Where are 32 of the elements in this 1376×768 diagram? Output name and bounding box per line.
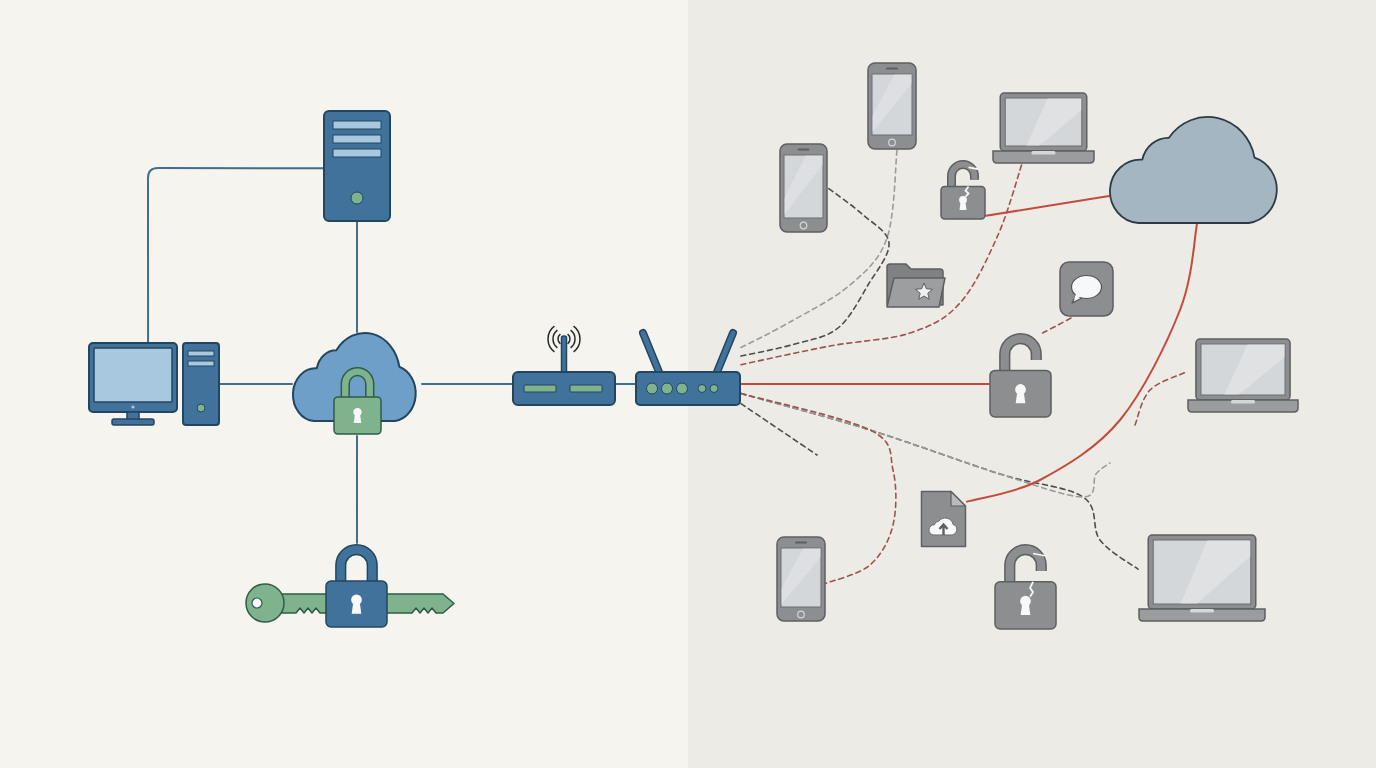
- connection-line: [966, 223, 1198, 503]
- laptop-icon: [992, 92, 1095, 164]
- smartphone-icon: [867, 62, 917, 150]
- connection-line: [147, 167, 324, 343]
- dashed-connection-line: [740, 187, 890, 357]
- dashed-connection-line: [740, 402, 818, 456]
- broken-padlock-icon: [994, 544, 1057, 630]
- connection-line: [985, 194, 1110, 217]
- dashed-connection-line: [1134, 370, 1188, 426]
- connection-line: [219, 383, 293, 385]
- star-folder-icon: [885, 261, 947, 309]
- dashed-connection-line: [740, 149, 898, 349]
- connection-line: [356, 435, 358, 544]
- cloud-upload-file-icon: [920, 490, 967, 548]
- smartphone-icon: [779, 143, 828, 233]
- cracked-padlock-icon: [940, 160, 986, 220]
- dashed-connection-line: [1041, 316, 1074, 334]
- connection-line: [740, 383, 990, 385]
- router-icon: [635, 328, 741, 406]
- connection-line: [356, 221, 358, 333]
- laptop-icon: [1187, 338, 1299, 413]
- dashed-connection-line: [740, 392, 897, 585]
- connection-line: [421, 383, 513, 385]
- desktop-computer-icon: [88, 342, 220, 426]
- open-padlock-icon: [989, 333, 1052, 418]
- server-tower-icon: [323, 110, 391, 222]
- dashed-connection-line: [740, 163, 1023, 366]
- key-padlock-icon: [244, 543, 456, 629]
- smartphone-icon: [776, 536, 826, 622]
- laptop-icon: [1138, 534, 1266, 622]
- chat-bubble-icon: [1059, 261, 1114, 317]
- connection-line: [615, 383, 636, 385]
